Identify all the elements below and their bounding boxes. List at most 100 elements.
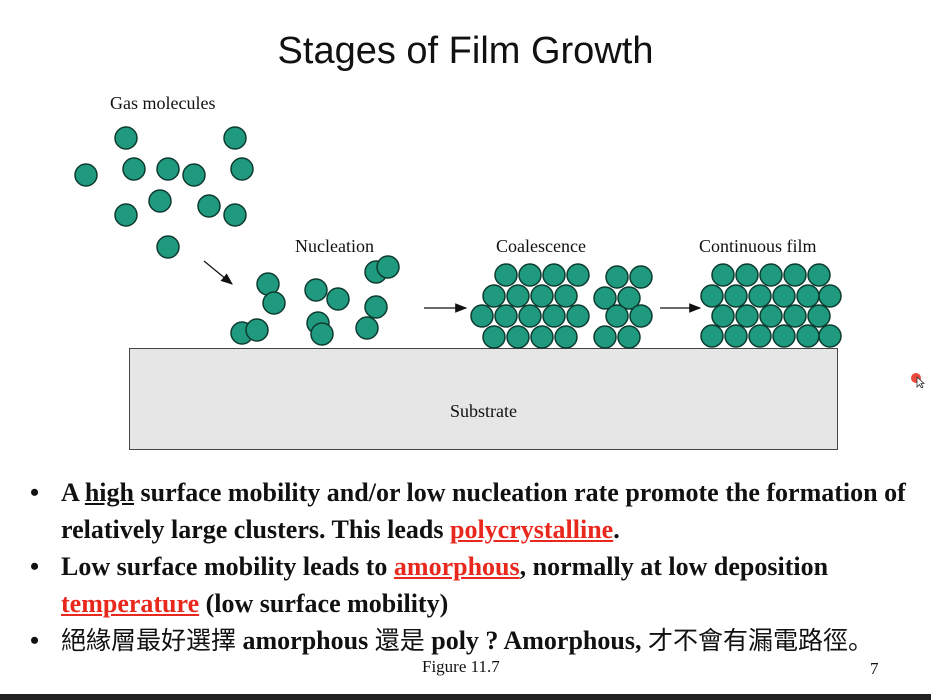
- film-particle: [783, 304, 807, 328]
- film-particle: [796, 324, 820, 348]
- bottom-border: [0, 694, 931, 700]
- gas-molecule: [114, 126, 138, 150]
- film-particle: [772, 324, 796, 348]
- film-particle: [807, 263, 831, 287]
- bullet-2-highlight-temperature: temperature: [61, 589, 200, 618]
- coalescence-particle: [605, 304, 629, 328]
- figure-caption: Figure 11.7: [422, 657, 500, 676]
- film-particle: [748, 324, 772, 348]
- coalescence-particle: [482, 325, 506, 349]
- bullet-2-highlight-amorphous: amorphous: [393, 552, 520, 581]
- film-particle: [711, 263, 735, 287]
- film-particle: [772, 284, 796, 308]
- nucleation-particle: [326, 287, 350, 311]
- gas-molecule: [182, 163, 206, 187]
- film-particle: [783, 263, 807, 287]
- mouse-cursor-icon: [911, 373, 926, 388]
- substrate-block: Substrate: [129, 348, 838, 450]
- bullet-item-1: A high surface mobility and/or low nucle…: [30, 474, 910, 548]
- bullet-2-text-a: Low surface mobility leads to: [61, 552, 394, 581]
- bullet-3-cjk-b: 還是: [374, 626, 425, 655]
- film-particle: [818, 284, 842, 308]
- bullet-3-text-b: poly ? Amorphous,: [424, 626, 648, 655]
- coalescence-particle: [629, 265, 653, 289]
- gas-molecule: [223, 203, 247, 227]
- coalescence-particle: [542, 263, 566, 287]
- film-particle: [735, 263, 759, 287]
- coalescence-particle: [470, 304, 494, 328]
- nucleation-particle: [304, 278, 328, 302]
- film-particle: [700, 284, 724, 308]
- bullet-list: A high surface mobility and/or low nucle…: [30, 474, 910, 659]
- gas-molecule: [148, 189, 172, 213]
- coalescence-particle: [554, 284, 578, 308]
- gas-molecule: [74, 163, 98, 187]
- coalescence-particle: [530, 284, 554, 308]
- film-particle: [724, 324, 748, 348]
- nucleation-particle: [262, 291, 286, 315]
- coalescence-particle: [530, 325, 554, 349]
- bullet-1-underlined-high: high: [84, 478, 134, 507]
- coalescence-particle: [593, 325, 617, 349]
- bullet-3-cjk-a: 絕緣層最好選擇: [61, 626, 237, 655]
- coalescence-particle: [617, 325, 641, 349]
- bullet-2-text-c: (low surface mobility): [199, 589, 449, 618]
- continuous-film-label: Continuous film: [699, 236, 817, 256]
- bullet-3-text-a: amorphous: [236, 626, 375, 655]
- coalescence-particle: [605, 265, 629, 289]
- coalescence-particle: [506, 325, 530, 349]
- film-particle: [724, 284, 748, 308]
- nucleation-particle: [355, 316, 379, 340]
- bullet-2-text-b: , normally at low deposition: [519, 552, 829, 581]
- film-particle: [807, 304, 831, 328]
- gas-molecule: [156, 235, 180, 259]
- gas-molecule: [223, 126, 247, 150]
- bullet-3-cjk-c: 才不會有漏電路徑。: [647, 626, 873, 655]
- slide-title: Stages of Film Growth: [277, 30, 654, 72]
- bullet-1-highlight-polycrystalline: polycrystalline: [450, 515, 614, 544]
- particles-group: [74, 126, 842, 349]
- bullet-1-text-c: .: [613, 515, 620, 544]
- gas-molecule: [197, 194, 221, 218]
- coalescence-particle: [494, 304, 518, 328]
- arrow-to-nucleation: [203, 260, 233, 285]
- coalescence-particle: [617, 286, 641, 310]
- gas-molecule: [122, 157, 146, 181]
- film-particle: [759, 304, 783, 328]
- film-particle: [796, 284, 820, 308]
- nucleation-particle: [376, 255, 400, 279]
- bullet-1-text-b: surface mobility and/or low nucleation r…: [61, 478, 906, 544]
- nucleation-particle: [310, 322, 334, 346]
- film-growth-figure: [74, 126, 842, 349]
- coalescence-particle: [566, 263, 590, 287]
- nucleation-particle: [245, 318, 269, 342]
- coalescence-particle: [494, 263, 518, 287]
- coalescence-particle: [629, 304, 653, 328]
- film-particle: [818, 324, 842, 348]
- gas-molecule: [156, 157, 180, 181]
- substrate-label: Substrate: [450, 401, 517, 421]
- coalescence-particle: [593, 286, 617, 310]
- film-particle: [711, 304, 735, 328]
- gas-molecule: [114, 203, 138, 227]
- film-particle: [735, 304, 759, 328]
- nucleation-label: Nucleation: [295, 236, 374, 256]
- coalescence-particle: [482, 284, 506, 308]
- film-particle: [748, 284, 772, 308]
- bullet-1-text-a: A: [61, 478, 85, 507]
- coalescence-particle: [542, 304, 566, 328]
- film-particle: [759, 263, 783, 287]
- bullet-item-3: 絕緣層最好選擇 amorphous 還是 poly ? Amorphous, 才…: [30, 622, 910, 659]
- nucleation-particle: [364, 295, 388, 319]
- coalescence-particle: [554, 325, 578, 349]
- gas-molecules-label: Gas molecules: [110, 93, 216, 113]
- film-particle: [700, 324, 724, 348]
- coalescence-particle: [506, 284, 530, 308]
- page-number: 7: [870, 659, 879, 678]
- coalescence-particle: [518, 304, 542, 328]
- coalescence-particle: [518, 263, 542, 287]
- bullet-item-2: Low surface mobility leads to amorphous,…: [30, 548, 910, 622]
- coalescence-label: Coalescence: [496, 236, 586, 256]
- gas-molecule: [230, 157, 254, 181]
- coalescence-particle: [566, 304, 590, 328]
